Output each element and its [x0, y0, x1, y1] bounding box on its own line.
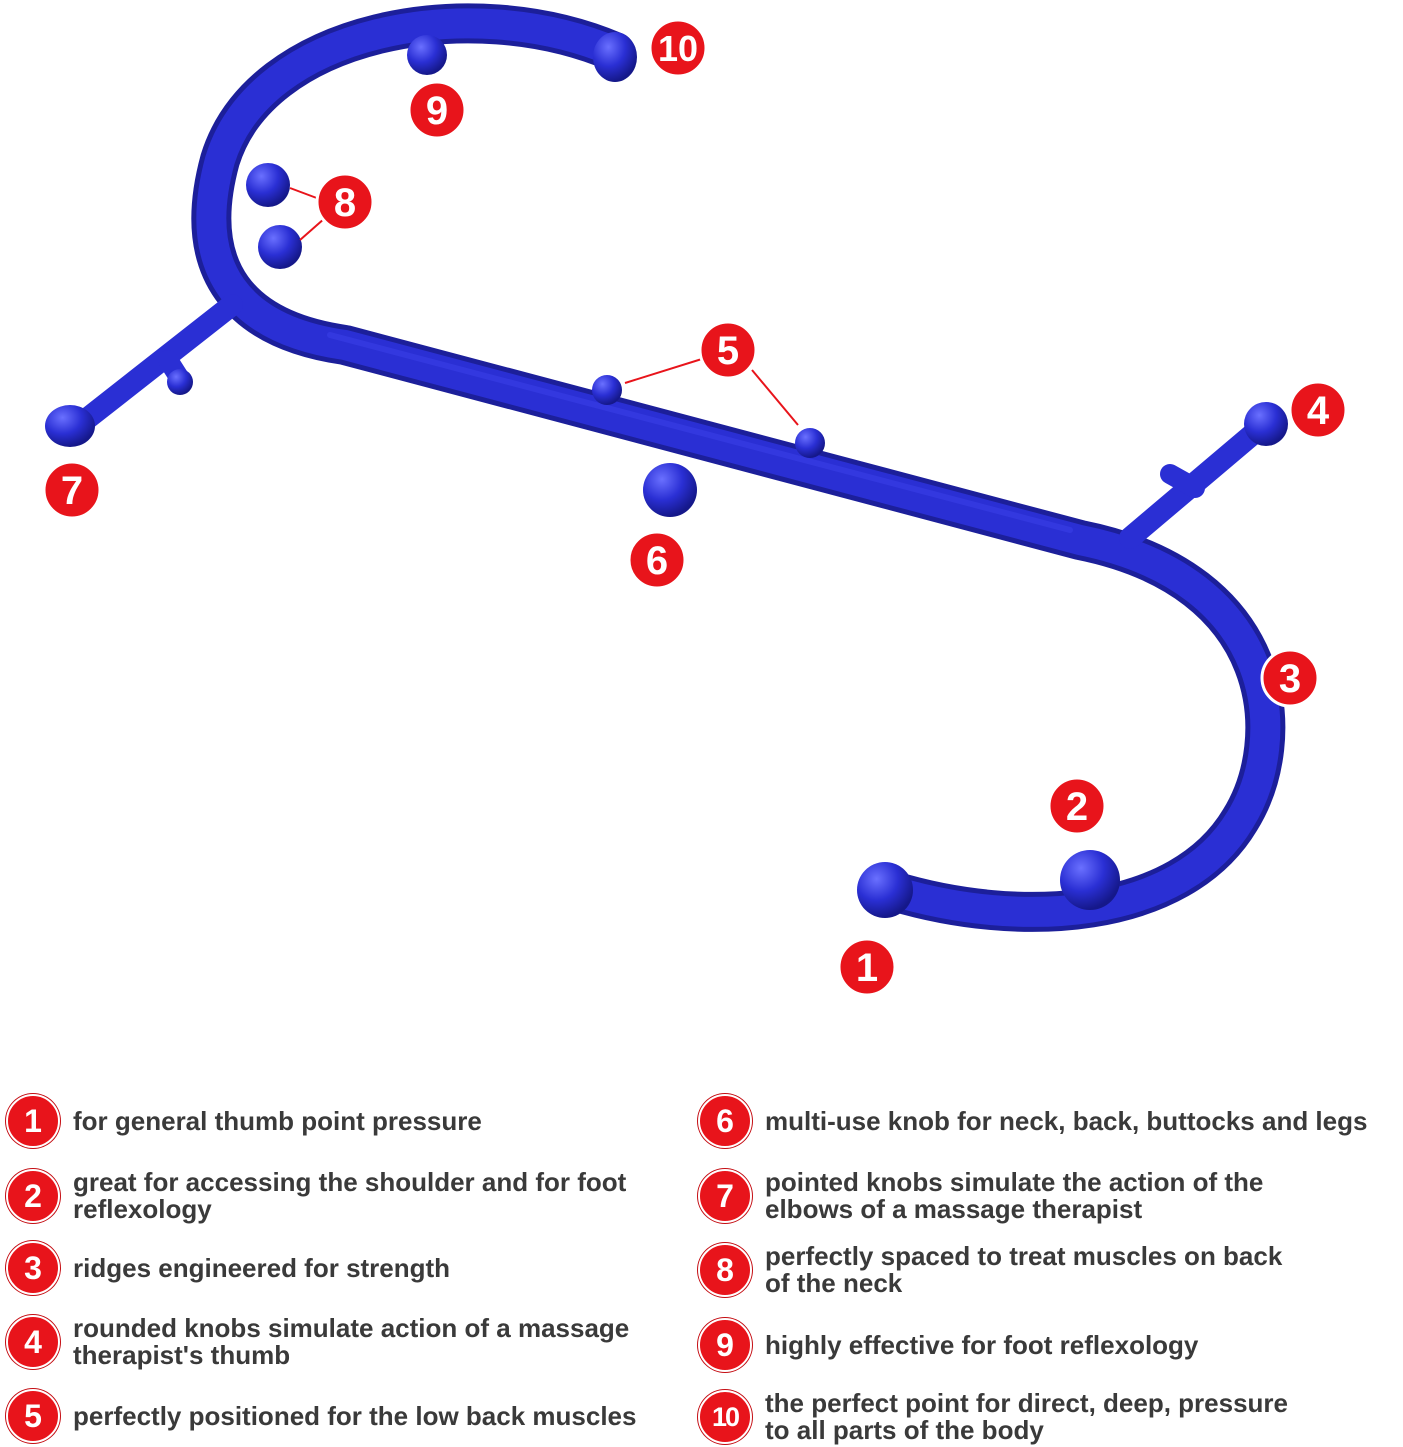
callout-6-label: 6 — [646, 539, 668, 583]
rounded-knob-4 — [1244, 402, 1288, 446]
knob-9 — [407, 35, 447, 75]
legend-badge-2: 2 — [6, 1169, 60, 1223]
legend-text-4: rounded knobs simulate action of a massa… — [73, 1313, 630, 1370]
legend-text-10: the perfect point for direct, deep, pres… — [765, 1388, 1288, 1445]
legend-item-9: 9 highly effective for foot reflexology — [698, 1318, 1403, 1372]
pointed-knob-7 — [45, 405, 95, 447]
knobs — [246, 32, 1120, 918]
callout-4: 4 — [1288, 380, 1348, 440]
left-arm — [45, 294, 243, 447]
callout-3-label: 3 — [1279, 657, 1301, 701]
legend-item-3: 3 ridges engineered for strength — [6, 1241, 686, 1295]
massager-body — [191, 3, 1286, 932]
callout-9-label: 9 — [426, 89, 448, 133]
knob-5a — [592, 375, 622, 405]
callout-10-label: 10 — [658, 28, 698, 69]
legend-item-8: 8 perfectly spaced to treat muscles on b… — [698, 1243, 1403, 1297]
legend-item-7: 7 pointed knobs simulate the action of t… — [698, 1169, 1403, 1223]
legend-text-6: multi-use knob for neck, back, buttocks … — [765, 1105, 1368, 1136]
legend-item-1: 1 for general thumb point pressure — [6, 1094, 686, 1148]
right-arm — [1119, 402, 1288, 549]
legend-badge-10: 10 — [698, 1390, 752, 1444]
legend-item-10: 10 the perfect point for direct, deep, p… — [698, 1390, 1403, 1444]
legend-text-1: for general thumb point pressure — [73, 1105, 482, 1136]
callout-5-label: 5 — [717, 329, 739, 373]
legend-badge-1: 1 — [6, 1094, 60, 1148]
callout-9: 9 — [407, 80, 467, 140]
legend-item-4: 4 rounded knobs simulate action of a mas… — [6, 1315, 686, 1369]
knob-8b — [258, 225, 302, 269]
legend-badge-6: 6 — [698, 1094, 752, 1148]
knob-5b — [795, 428, 825, 458]
legend: 1 for general thumb point pressure 2 gre… — [0, 1080, 1403, 1447]
callout-4-label: 4 — [1307, 389, 1330, 433]
callout-8-label: 8 — [334, 181, 356, 225]
knob-10 — [593, 32, 637, 82]
legend-badge-8: 8 — [698, 1243, 752, 1297]
callout-2-label: 2 — [1066, 785, 1088, 829]
knob-6 — [643, 463, 697, 517]
callout-6: 6 — [627, 530, 687, 590]
legend-badge-3: 3 — [6, 1241, 60, 1295]
callout-1-label: 1 — [856, 946, 878, 990]
legend-text-9: highly effective for foot reflexology — [765, 1329, 1199, 1360]
legend-text-8: perfectly spaced to treat muscles on bac… — [765, 1241, 1283, 1298]
legend-text-7: pointed knobs simulate the action of the… — [765, 1167, 1264, 1224]
legend-text-3: ridges engineered for strength — [73, 1252, 451, 1283]
callout-10: 10 — [648, 18, 708, 78]
knob-2 — [1060, 850, 1120, 910]
legend-badge-7: 7 — [698, 1169, 752, 1223]
callouts: 10 9 8 5 4 7 6 3 — [42, 18, 1348, 997]
callout-5: 5 — [698, 320, 758, 380]
legend-badge-9: 9 — [698, 1318, 752, 1372]
knob-1 — [857, 862, 913, 918]
callout-2: 2 — [1047, 776, 1107, 836]
legend-item-2: 2 great for accessing the shoulder and f… — [6, 1169, 686, 1223]
callout-8: 8 — [315, 172, 375, 232]
knob-8a — [246, 163, 290, 207]
callout-3: 3 — [1260, 648, 1320, 708]
legend-text-5: perfectly positioned for the low back mu… — [73, 1400, 637, 1431]
callout-7: 7 — [42, 460, 102, 520]
legend-badge-5: 5 — [6, 1389, 60, 1443]
callout-7-label: 7 — [61, 469, 83, 513]
legend-item-5: 5 perfectly positioned for the low back … — [6, 1389, 686, 1443]
legend-item-6: 6 multi-use knob for neck, back, buttock… — [698, 1094, 1403, 1148]
massager-diagram: 10 9 8 5 4 7 6 3 — [42, 3, 1348, 997]
legend-text-2: great for accessing the shoulder and for… — [73, 1167, 627, 1224]
legend-badge-4: 4 — [6, 1315, 60, 1369]
callout-1: 1 — [837, 937, 897, 997]
